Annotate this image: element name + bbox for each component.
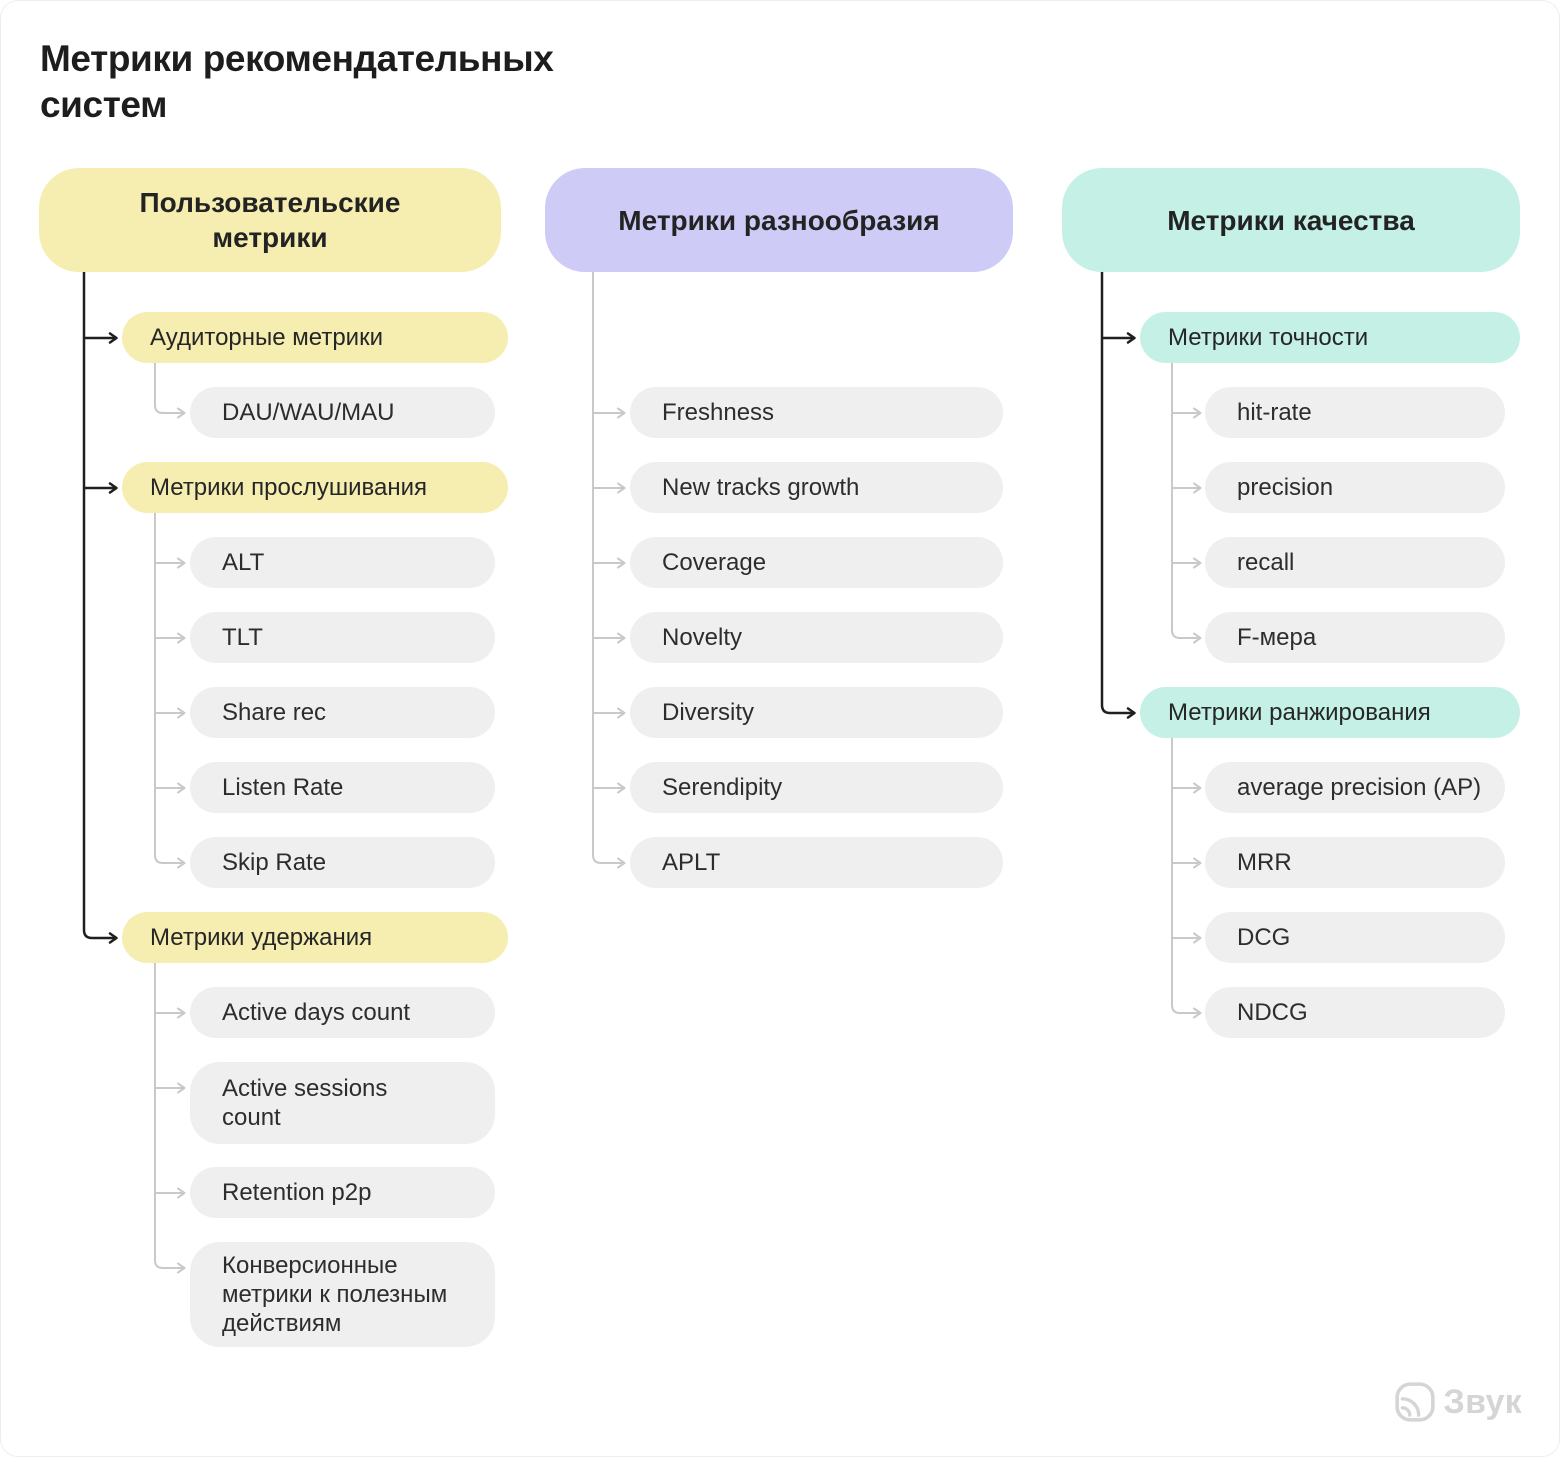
metric-item-skip-rate: Skip Rate bbox=[190, 837, 495, 888]
metric-item-label: New tracks growth bbox=[662, 474, 860, 501]
metric-item-serendipity: Serendipity bbox=[630, 762, 1003, 813]
metric-item-label: DCG bbox=[1237, 924, 1291, 951]
metric-item-novelty: Novelty bbox=[630, 612, 1003, 663]
metric-item-label: Конверсионные метрики к полезным действи… bbox=[222, 1252, 448, 1337]
subcategory-precision-metrics: Метрики точности bbox=[1140, 312, 1520, 363]
metric-item-active-sessions-count: Active sessions count bbox=[190, 1062, 495, 1144]
metric-item-label: DAU/WAU/MAU bbox=[222, 399, 395, 426]
metric-item-dau-wau-mau: DAU/WAU/MAU bbox=[190, 387, 495, 438]
metric-item-label: Active sessions count bbox=[222, 1075, 388, 1131]
metric-item-label: MRR bbox=[1237, 849, 1292, 876]
metric-item-label: Novelty bbox=[662, 624, 743, 651]
metric-item-label: average precision (AP) bbox=[1237, 774, 1482, 801]
metric-item-label: Diversity bbox=[662, 699, 755, 726]
metric-item-tlt: TLT bbox=[190, 612, 495, 663]
zvuk-sound-wave-icon bbox=[1394, 1381, 1436, 1423]
metric-item-label: precision bbox=[1237, 474, 1334, 501]
metric-item-label: TLT bbox=[222, 624, 263, 651]
metric-item-label: F-мера bbox=[1237, 624, 1317, 651]
zvuk-logo: Звук bbox=[1394, 1381, 1522, 1423]
subcategory-label: Метрики точности bbox=[1168, 323, 1369, 351]
zvuk-logo-label: Звук bbox=[1443, 1382, 1522, 1421]
metric-item-average-precision: average precision (AP) bbox=[1205, 762, 1505, 813]
metric-item-label: NDCG bbox=[1237, 999, 1308, 1026]
metric-item-alt: ALT bbox=[190, 537, 495, 588]
subcategory-listening-metrics: Метрики прослушивания bbox=[122, 462, 508, 513]
page-title: Метрики рекомендательных систем bbox=[40, 36, 554, 128]
metric-item-active-days-count: Active days count bbox=[190, 987, 495, 1038]
metric-item-label: Coverage bbox=[662, 549, 767, 576]
metric-item-precision: precision bbox=[1205, 462, 1505, 513]
metric-item-dcg: DCG bbox=[1205, 912, 1505, 963]
metric-item-label: Serendipity bbox=[662, 774, 783, 801]
metric-item-label: hit-rate bbox=[1237, 399, 1312, 426]
column-header-quality-metrics-label: Метрики качества bbox=[1167, 204, 1415, 236]
subcategory-ranking-metrics: Метрики ранжирования bbox=[1140, 687, 1520, 738]
subcategory-label: Метрики удержания bbox=[150, 923, 373, 951]
metric-item-label: Active days count bbox=[222, 999, 411, 1026]
metric-item-f-measure: F-мера bbox=[1205, 612, 1505, 663]
subcategory-audience-metrics: Аудиторные метрики bbox=[122, 312, 508, 363]
metric-item-label: ALT bbox=[222, 549, 265, 576]
metric-item-listen-rate: Listen Rate bbox=[190, 762, 495, 813]
metric-item-label: Skip Rate bbox=[222, 849, 327, 876]
subcategory-label: Метрики ранжирования bbox=[1168, 698, 1431, 726]
metric-item-label: Listen Rate bbox=[222, 774, 344, 801]
metric-item-label: Freshness bbox=[662, 399, 775, 426]
metric-item-aplt: APLT bbox=[630, 837, 1003, 888]
column-header-diversity-metrics: Метрики разнообразия bbox=[545, 168, 1013, 272]
page-title-line-2: систем bbox=[40, 84, 168, 125]
metric-item-retention-p2p: Retention p2p bbox=[190, 1167, 495, 1218]
metric-item-conversion-metrics: Конверсионные метрики к полезным действи… bbox=[190, 1242, 495, 1347]
metric-item-recall: recall bbox=[1205, 537, 1505, 588]
metric-item-ndcg: NDCG bbox=[1205, 987, 1505, 1038]
metric-item-label: Retention p2p bbox=[222, 1179, 372, 1206]
column-header-user-metrics: Пользовательские метрики bbox=[39, 168, 501, 272]
column-header-user-metrics-label: Пользовательские метрики bbox=[139, 187, 401, 253]
metric-item-label: APLT bbox=[662, 849, 721, 876]
metric-item-freshness: Freshness bbox=[630, 387, 1003, 438]
metric-item-hit-rate: hit-rate bbox=[1205, 387, 1505, 438]
metric-item-label: Share rec bbox=[222, 699, 327, 726]
subcategory-retention-metrics: Метрики удержания bbox=[122, 912, 508, 963]
metric-item-label: recall bbox=[1237, 549, 1295, 576]
metric-item-mrr: MRR bbox=[1205, 837, 1505, 888]
subcategory-label: Метрики прослушивания bbox=[150, 473, 427, 501]
metric-item-diversity: Diversity bbox=[630, 687, 1003, 738]
column-header-quality-metrics: Метрики качества bbox=[1062, 168, 1520, 272]
column-header-diversity-metrics-label: Метрики разнообразия bbox=[618, 204, 940, 236]
page-title-line-1: Метрики рекомендательных bbox=[40, 38, 554, 79]
metric-item-coverage: Coverage bbox=[630, 537, 1003, 588]
metric-item-share-rec: Share rec bbox=[190, 687, 495, 738]
metric-item-new-tracks-growth: New tracks growth bbox=[630, 462, 1003, 513]
subcategory-label: Аудиторные метрики bbox=[150, 323, 383, 351]
